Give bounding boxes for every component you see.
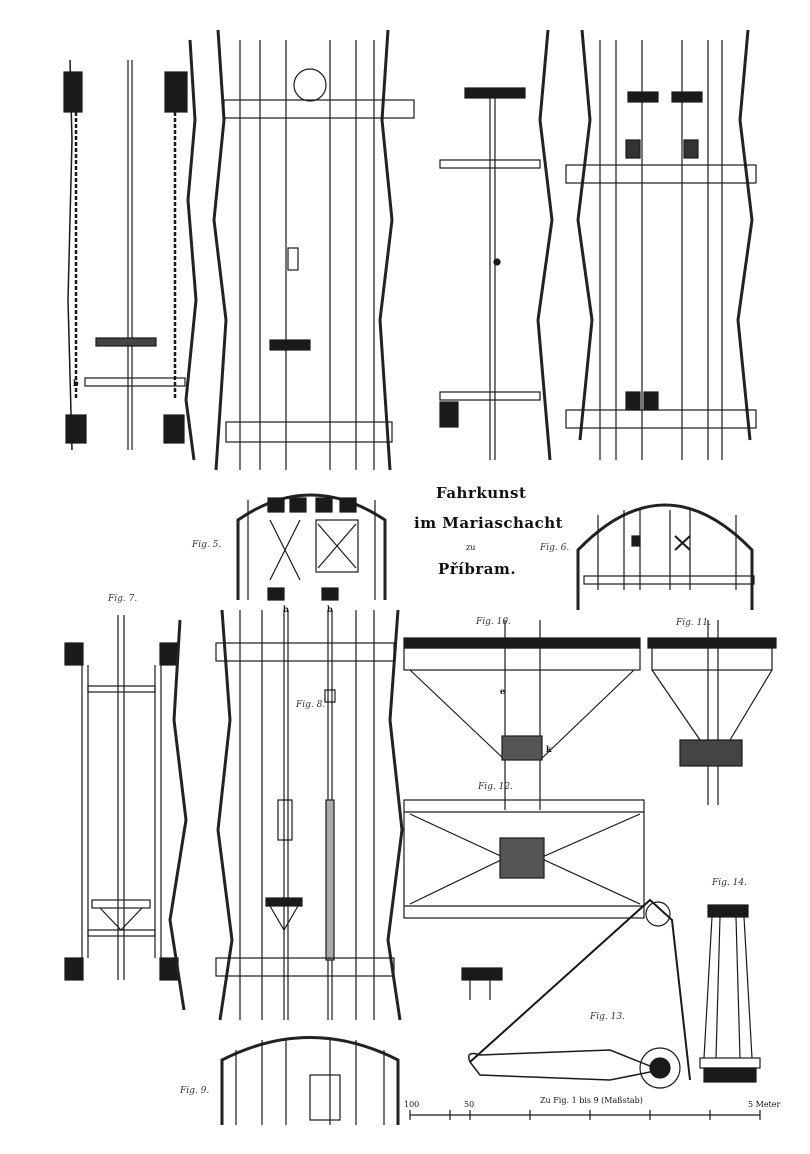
- figure-label-6: Fig. 6.: [540, 543, 570, 553]
- scale-right-mark: 5 Meter: [748, 1100, 781, 1109]
- fig5-arch-section: [236, 493, 387, 601]
- title-line-3: zu: [466, 543, 476, 552]
- fig10-bracket: [403, 620, 641, 810]
- figure-label-7: Fig. 7.: [108, 594, 138, 604]
- fig13-lever: [461, 898, 691, 1089]
- title-line-1: Fahrkunst: [436, 484, 527, 502]
- part-letter-b-3: b: [327, 604, 333, 614]
- part-letter-b-2: b: [283, 604, 289, 614]
- fig1-chain-shaft: [63, 39, 198, 461]
- figure-label-8: Fig. 8.: [296, 700, 326, 710]
- fig14-lever-side: [699, 904, 761, 1083]
- scale-mid-mark: 50: [464, 1100, 475, 1109]
- fig4-rod-elevation: [565, 29, 757, 460]
- fig9-arch-bottom: [220, 1036, 400, 1125]
- title-line-4: Příbram.: [438, 560, 517, 578]
- figure-label-5: Fig. 5.: [192, 540, 222, 550]
- fig6-arch-section: [576, 503, 755, 610]
- figure-label-11: Fig. 11.: [676, 618, 711, 628]
- scale-left-mark: 100: [404, 1100, 420, 1109]
- part-letter-k: k: [546, 744, 552, 754]
- fig8-main-shaft: [215, 609, 404, 1021]
- figure-label-13: Fig. 13.: [590, 1012, 625, 1022]
- figure-label-9: Fig. 9.: [180, 1086, 210, 1096]
- scale-bar: [409, 1110, 761, 1120]
- title-line-2: im Mariaschacht: [414, 514, 564, 532]
- figure-label-14: Fig. 14.: [712, 878, 747, 888]
- figure-label-10: Fig. 10.: [476, 617, 511, 627]
- fig7-carriage-frame: [64, 615, 188, 1011]
- figure-label-12: Fig. 12.: [478, 782, 513, 792]
- fig2-shaft-elevation: [212, 29, 415, 471]
- part-letter-e: e: [500, 686, 506, 696]
- part-letter-b-1: b: [73, 378, 79, 388]
- fig3-guide-frame: [439, 29, 554, 461]
- fig12-cross-brace: [403, 799, 645, 919]
- scale-label: Zu Fig. 1 bis 9 (Maßstab): [540, 1096, 643, 1105]
- fig11-bracket-side: [647, 620, 777, 805]
